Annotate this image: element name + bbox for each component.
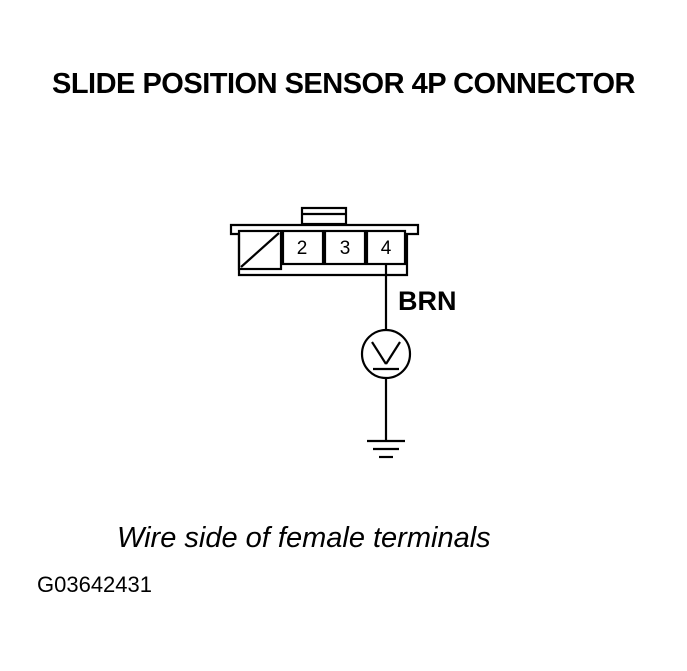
diagram-title: SLIDE POSITION SENSOR 4P CONNECTOR	[52, 68, 635, 100]
connector-pin-3-cavity	[323, 229, 367, 266]
connector-pin-2-cavity	[281, 229, 325, 266]
connector-lock-tab	[300, 206, 348, 226]
figure-id: G03642431	[37, 572, 152, 597]
connector-housing	[229, 223, 420, 277]
connector-pin-1	[237, 229, 283, 271]
pin-4-label: 4	[381, 238, 392, 259]
voltmeter-icon	[360, 328, 412, 380]
pin-2-label: 2	[297, 238, 308, 259]
ground-icon	[367, 439, 405, 459]
pin-3-label: 3	[340, 238, 351, 259]
diagram-caption: Wire side of female terminals	[117, 522, 491, 554]
wire-color-label: BRN	[398, 286, 457, 316]
